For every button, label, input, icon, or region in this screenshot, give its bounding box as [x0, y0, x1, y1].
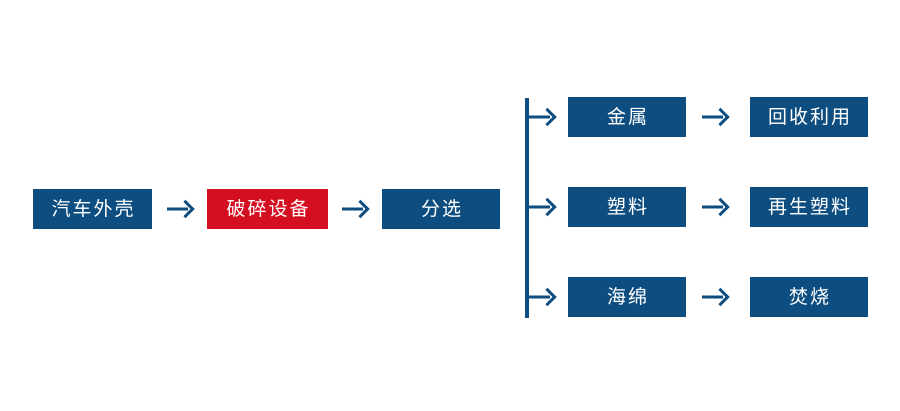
arrow-shaft [167, 207, 188, 211]
arrow-shell-to-crusher [167, 198, 195, 220]
arrow-head-icon [538, 197, 557, 217]
arrow-shaft [529, 205, 550, 209]
branch-arrow-sponge [529, 286, 557, 308]
node-metal[interactable]: 金属 [568, 97, 686, 137]
node-sorting[interactable]: 分选 [382, 189, 500, 229]
arrow-shaft [529, 115, 550, 119]
arrow-head-icon [538, 107, 557, 127]
arrow-sponge-to-incineration [702, 286, 730, 308]
branch-arrow-plastic [529, 196, 557, 218]
arrow-shaft [529, 295, 550, 299]
node-regenerated-plastic[interactable]: 再生塑料 [750, 187, 868, 227]
arrow-plastic-to-regenerated [702, 196, 730, 218]
arrow-head-icon [711, 287, 730, 307]
arrow-head-icon [176, 199, 195, 219]
split-trunk-line [525, 98, 529, 318]
node-recycling-reuse[interactable]: 回收利用 [750, 97, 868, 137]
node-incineration[interactable]: 焚烧 [750, 277, 868, 317]
arrow-metal-to-recycling [702, 106, 730, 128]
node-plastic[interactable]: 塑料 [568, 187, 686, 227]
arrow-shaft [702, 115, 723, 119]
arrow-shaft [702, 205, 723, 209]
node-sponge[interactable]: 海绵 [568, 277, 686, 317]
arrow-shaft [342, 207, 363, 211]
node-crushing-equipment[interactable]: 破碎设备 [207, 189, 328, 229]
arrow-head-icon [351, 199, 370, 219]
arrow-head-icon [711, 107, 730, 127]
node-vehicle-shell[interactable]: 汽车外壳 [33, 189, 152, 229]
arrow-head-icon [538, 287, 557, 307]
branch-arrow-metal [529, 106, 557, 128]
arrow-head-icon [711, 197, 730, 217]
arrow-shaft [702, 295, 723, 299]
arrow-crusher-to-sorting [342, 198, 370, 220]
